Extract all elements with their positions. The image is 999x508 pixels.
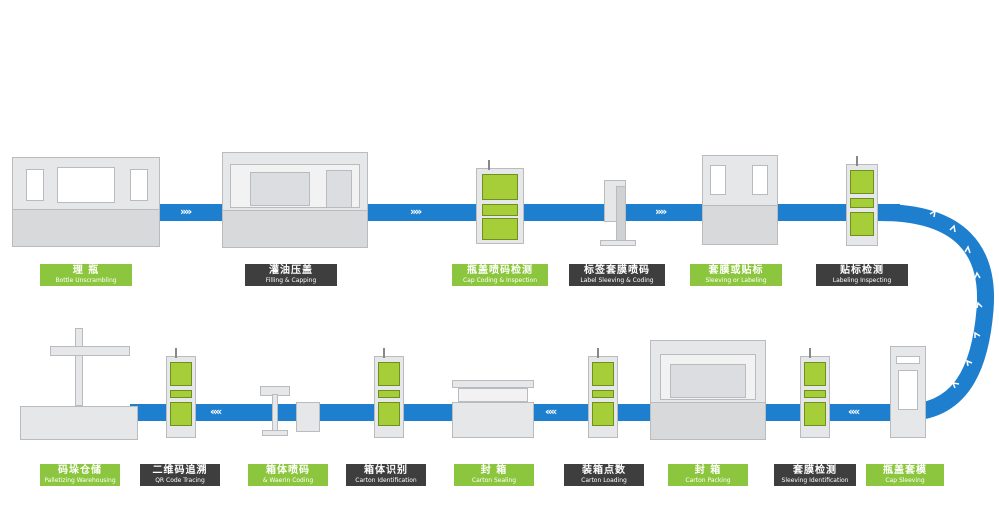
curve-arrows — [929, 209, 983, 389]
conveyor-belt-curve — [879, 204, 995, 421]
flow-arrow-3: »» — [655, 205, 667, 218]
cap-sleeving-tower — [890, 346, 926, 438]
sleeving-labeling-machine — [702, 155, 778, 245]
station-label-carton-coding: 箱体喷码& Waerin Coding — [248, 464, 328, 486]
label-sleeving-coding-unit — [600, 180, 640, 246]
filling-capping-machine — [222, 152, 368, 248]
qr-code-tracing-cabinet — [166, 348, 196, 438]
carton-identification-cabinet — [374, 348, 404, 438]
labeling-inspecting-cabinet — [846, 156, 878, 246]
carton-packing-machine — [650, 340, 766, 440]
flow-arrow-6: «« — [210, 405, 222, 418]
sleeving-identification-cabinet — [800, 348, 830, 438]
cap-coding-inspection-cabinet — [476, 160, 524, 246]
carton-coding-unit — [256, 386, 320, 438]
carton-sealing-machine — [452, 380, 534, 438]
carton-loading-cabinet — [588, 348, 618, 438]
flow-arrow-4: «« — [848, 405, 860, 418]
flow-arrow-2: »» — [410, 205, 422, 218]
flow-arrow-1: »» — [180, 205, 192, 218]
bottle-unscrambler-machine — [12, 157, 160, 247]
palletizing-robot — [20, 328, 138, 440]
flow-arrow-5: «« — [545, 405, 557, 418]
